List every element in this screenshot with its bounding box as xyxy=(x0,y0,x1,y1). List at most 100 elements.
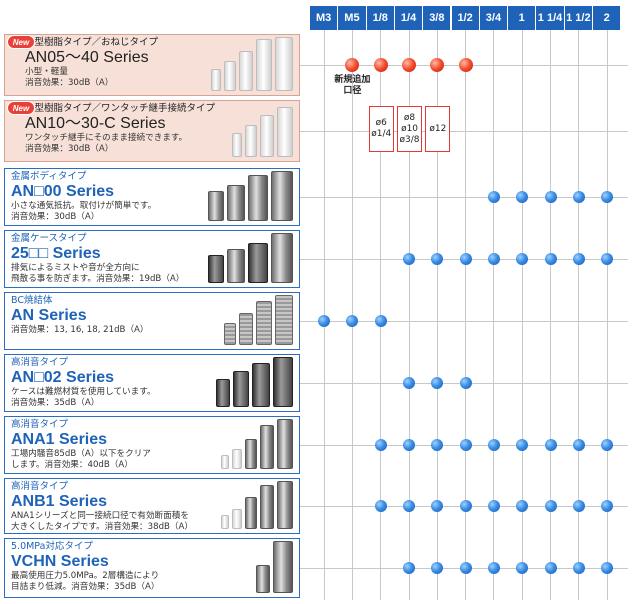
product-image xyxy=(232,509,242,529)
series-description: 飛散る事を防ぎます。消音効果：19dB（A） xyxy=(11,274,185,284)
tube-size-label: ø6 xyxy=(375,118,387,128)
column-header-1: M5 xyxy=(338,6,367,30)
availability-dot xyxy=(601,500,614,512)
product-image xyxy=(245,497,257,529)
series-name[interactable]: 25□□ Series xyxy=(11,245,101,262)
series-description: 目詰まり低減。消音効果：35dB（A） xyxy=(11,582,160,592)
series-description: ワンタッチ継手にそのまま接続できます。 xyxy=(25,133,188,143)
availability-dot xyxy=(544,439,557,451)
series-description: 消音効果：30dB（A） xyxy=(11,212,100,222)
availability-dot xyxy=(373,58,388,72)
series-category: 高消音タイプ xyxy=(11,357,69,368)
series-description: 消音効果：35dB（A） xyxy=(11,398,100,408)
availability-dot xyxy=(544,191,557,203)
product-image xyxy=(245,125,257,157)
availability-dot xyxy=(430,58,445,72)
availability-dot xyxy=(487,253,500,265)
series-name[interactable]: VCHN Series xyxy=(11,553,109,570)
series-name[interactable]: AN05～40 Series xyxy=(25,49,149,66)
product-image xyxy=(239,313,253,345)
series-name[interactable]: AN□02 Series xyxy=(11,369,115,386)
product-image xyxy=(256,301,272,345)
grid-column-line xyxy=(550,30,552,600)
availability-dot xyxy=(544,562,557,574)
grid-column-line xyxy=(465,30,467,600)
product-image xyxy=(224,323,236,345)
column-header-8: 1 1/4 xyxy=(536,6,565,30)
column-header-9: 1 1/2 xyxy=(564,6,593,30)
product-image xyxy=(271,233,293,283)
series-description: 小型・軽量 xyxy=(25,67,68,77)
product-images xyxy=(216,357,293,407)
column-header-2: 1/8 xyxy=(366,6,395,30)
availability-dot xyxy=(516,439,529,451)
availability-dot xyxy=(572,191,585,203)
product-image xyxy=(245,439,257,469)
product-image xyxy=(248,175,268,221)
series-name[interactable]: ANA1 Series xyxy=(11,431,108,448)
series-description: 最高使用圧力5.0MPa。2層構造により xyxy=(11,571,160,581)
series-description: 排気によるミストや音が全方向に xyxy=(11,263,140,273)
tube-size-label: ø8 xyxy=(403,112,416,123)
availability-dot xyxy=(459,562,472,574)
grid-column-line xyxy=(493,30,495,600)
tube-size-label: ø1/4 xyxy=(371,129,392,139)
series-name[interactable]: AN Series xyxy=(11,307,87,324)
series-name[interactable]: ANB1 Series xyxy=(11,493,108,510)
availability-dot xyxy=(459,253,472,265)
product-image xyxy=(232,449,242,469)
column-header-5: 1/2 xyxy=(451,6,480,30)
product-image xyxy=(260,485,274,529)
product-image xyxy=(256,39,272,91)
availability-dot xyxy=(572,562,585,574)
availability-dot xyxy=(345,58,360,72)
availability-dot xyxy=(459,439,472,451)
availability-dot xyxy=(601,191,614,203)
series-description: 消音効果：30dB（A） xyxy=(25,78,114,88)
availability-dot xyxy=(601,253,614,265)
tube-size-label: ø3/8 xyxy=(399,134,420,145)
column-header-0: M3 xyxy=(310,6,339,30)
product-image xyxy=(227,185,245,221)
availability-dot xyxy=(431,253,444,265)
series-description: 小さな通気抵抗。取付けが簡単です。 xyxy=(11,201,157,211)
column-header-6: 3/4 xyxy=(479,6,509,30)
product-image xyxy=(275,295,293,345)
availability-dot xyxy=(403,562,416,574)
tube-size-box: ø12 xyxy=(425,106,451,152)
column-header-10: 2 xyxy=(593,6,622,30)
series-name[interactable]: AN□00 Series xyxy=(11,183,115,200)
availability-dot xyxy=(487,500,500,512)
availability-dot xyxy=(487,562,500,574)
availability-dot xyxy=(516,562,529,574)
product-image xyxy=(277,481,293,529)
series-description: 工場内騒音85dB（A）以下をクリア xyxy=(11,449,151,459)
series-category: 金属ボディタイプ xyxy=(11,171,87,182)
column-header-3: 1/4 xyxy=(394,6,424,30)
grid-column-line xyxy=(408,30,410,600)
series-category: BC焼結体 xyxy=(11,295,53,306)
product-image xyxy=(260,115,274,157)
product-image xyxy=(256,565,270,593)
tube-size-label: ø12 xyxy=(429,123,447,134)
product-image xyxy=(211,69,221,91)
series-category: 小型樹脂タイプ／おねじタイプ xyxy=(25,37,159,48)
product-images xyxy=(221,419,293,469)
availability-dot xyxy=(374,439,387,451)
product-image xyxy=(273,541,293,593)
series-description: します。消音効果：40dB（A） xyxy=(11,460,133,470)
product-images xyxy=(232,107,293,157)
series-name[interactable]: AN10～30-C Series xyxy=(25,115,166,132)
